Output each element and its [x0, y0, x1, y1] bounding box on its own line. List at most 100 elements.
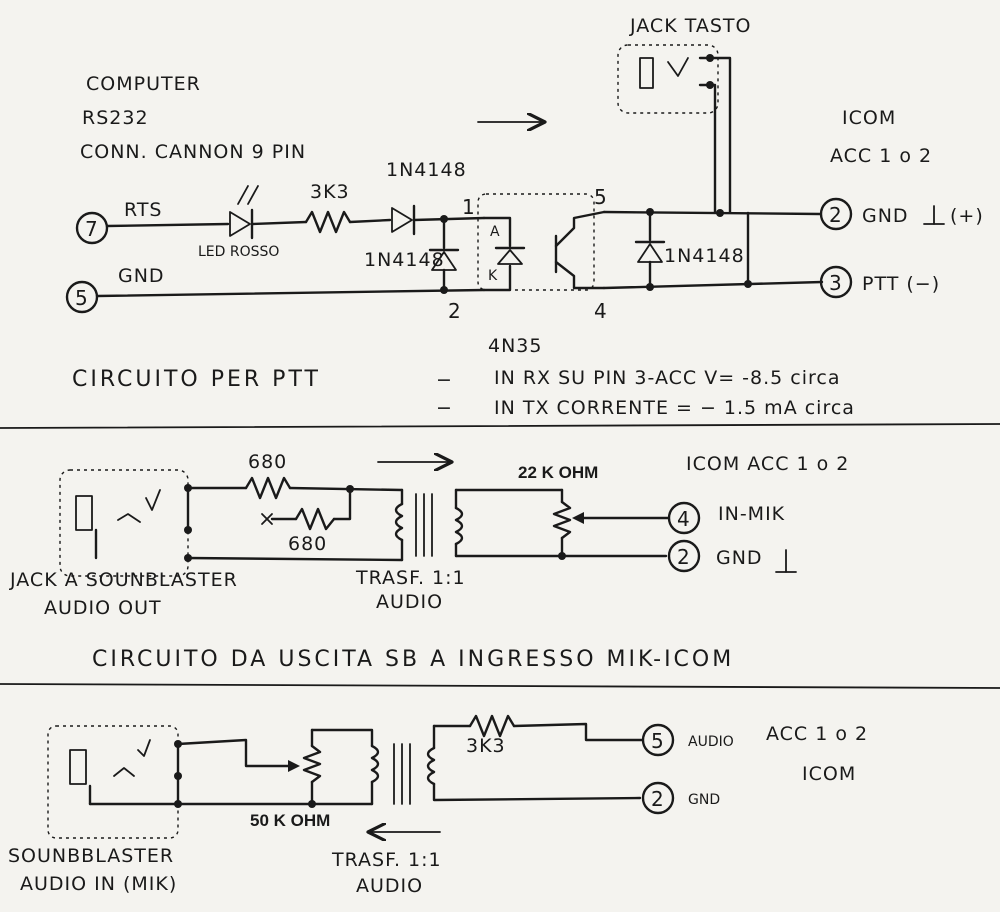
audio-out-label: AUDIO OUT [44, 597, 162, 619]
icom-gnd-label: GND [862, 205, 909, 227]
opto-cathode-lead [482, 264, 512, 292]
icom-pin2-audio-label: 2 [651, 787, 664, 811]
icom-pin2 [819, 197, 853, 231]
resistor-680-b [294, 507, 336, 531]
sb-out-jack-contact-lower [117, 513, 141, 523]
led-label: LED ROSSO [198, 244, 279, 260]
pot-wiper-arrow [572, 512, 584, 524]
opto-led [497, 249, 523, 265]
mik-caption: CIRCUITO DA USCITA SB A INGRESSO MIK-ICO… [92, 647, 734, 672]
icom-gnd-mik-label: GND [716, 547, 763, 569]
opto-pin1-label: 1 [462, 195, 475, 219]
opto-outline [477, 193, 595, 291]
trafo-audio-label: AUDIO [376, 591, 443, 613]
sb-in-mik-label: AUDIO IN (MIK) [20, 873, 177, 895]
ptt-circuit: COMPUTER RS232 CONN. CANNON 9 PIN JACK T… [65, 15, 983, 419]
icom-pin5-audio [641, 723, 675, 757]
opto-pin2-label: 2 [448, 299, 461, 323]
key-jack-contact [667, 57, 689, 77]
resistor-label: 3K3 [310, 181, 350, 203]
sb-to-mik-circuit: 680 680 TRASF. 1:1 AUDIO 22 K OHM [9, 451, 849, 672]
resistor-to-diode-wire [348, 218, 392, 224]
icom-audio-label: AUDIO [688, 734, 734, 750]
series-diode [391, 207, 413, 233]
sb-out-jack-contact-upper [145, 489, 161, 511]
sb-out-ground-wire [186, 556, 404, 562]
icom-pin2-label: 2 [829, 203, 842, 227]
node-cathode [440, 286, 448, 294]
led-to-resistor-wire [250, 220, 308, 226]
icom-pin2-mik-label: 2 [677, 545, 690, 569]
key-jack-node-b [706, 81, 714, 89]
resistor-680-a [244, 476, 292, 500]
pot-ground-node [558, 552, 566, 560]
node-jack [716, 209, 724, 217]
sb-in-node-mid [174, 772, 182, 780]
resistor-680-a-label: 680 [248, 451, 287, 473]
note-rx: IN RX SU PIN 3-ACC V= -8.5 circa [494, 367, 840, 389]
trafo-b-primary-coil [370, 744, 380, 784]
key-jack-wire-b [698, 83, 717, 214]
unused-x-b [261, 513, 273, 525]
divider-2 [0, 683, 1000, 689]
opto-pin5-label: 5 [594, 185, 607, 209]
icom-label-3: ICOM [802, 763, 856, 785]
out-wire-ptt [602, 280, 824, 290]
trafo-b-label: TRASF. 1:1 [331, 849, 442, 871]
rts-wire [105, 222, 230, 228]
pot-50k-ground-node [308, 800, 316, 808]
resistor-3k3-b-label: 3K3 [466, 735, 506, 757]
trafo-b-secondary-coil [426, 746, 436, 786]
icom-pin2-mik [667, 539, 701, 573]
icom-pin4-label: 4 [677, 507, 690, 531]
pin5-label: 5 [75, 286, 88, 310]
pot-50k-label: 50 K OHM [250, 811, 330, 830]
note-dash-2: − [436, 397, 453, 419]
icom-pin3-label: 3 [829, 271, 842, 295]
pot-50k [302, 744, 322, 784]
rs232-label: RS232 [82, 107, 149, 129]
trafo-secondary-coil [454, 506, 464, 546]
sb-out-jack-plug [75, 495, 93, 531]
sb-in-jack-contact-upper [137, 739, 151, 757]
divider-1 [0, 423, 1000, 429]
db9-pin7 [75, 211, 109, 245]
opto-part-label: 4N35 [488, 335, 542, 357]
series-diode-label: 1N4148 [386, 159, 467, 181]
computer-label: COMPUTER [86, 73, 201, 95]
rts-label: RTS [124, 199, 163, 221]
note-tx: IN TX CORRENTE = − 1.5 mA circa [494, 397, 855, 419]
sb-in-label: SOUNBBLASTER [8, 845, 174, 867]
icom-acc-label: ICOM ACC 1 o 2 [686, 453, 849, 475]
connector-label: CONN. CANNON 9 PIN [80, 141, 306, 163]
pot-50k-wiper-arrow [288, 760, 300, 772]
resistor-680-b-label: 680 [288, 533, 327, 555]
resistor-to-icom-wire [512, 722, 644, 742]
acc-label: ACC 1 o 2 [830, 145, 932, 167]
sb-out-node-mid [184, 526, 192, 534]
pot-22k [552, 500, 572, 540]
opto-pin4-label: 4 [594, 299, 607, 323]
led-light-ray1 [237, 185, 249, 205]
icom-pin3 [819, 265, 853, 299]
pot-22k-label: 22 K OHM [518, 463, 598, 482]
node-bridge [744, 280, 752, 288]
sb-in-jack-plug [69, 749, 87, 785]
icom-to-sb-circuit: 50 K OHM 3K3 5 AUDIO 2 GND ACC 1 o 2 ICO… [8, 714, 868, 897]
ptt-label: PTT (−) [862, 273, 940, 295]
ptt-caption: CIRCUITO PER PTT [72, 367, 321, 392]
trafo-label: TRASF. 1:1 [355, 567, 466, 589]
led-symbol [229, 211, 251, 237]
sb-in-jack-outline [47, 725, 179, 839]
diode-to-opto-wire [412, 216, 486, 222]
opto-anode-lead [482, 216, 512, 248]
key-jack-plug [639, 57, 654, 89]
trafo-b-ground-wire [432, 782, 642, 802]
out-wire-gnd [602, 210, 822, 216]
acc-label-3: ACC 1 o 2 [766, 723, 868, 745]
icom-pin4 [667, 501, 701, 535]
out-diode [637, 243, 663, 263]
icom-pin5-label: 5 [651, 729, 664, 753]
